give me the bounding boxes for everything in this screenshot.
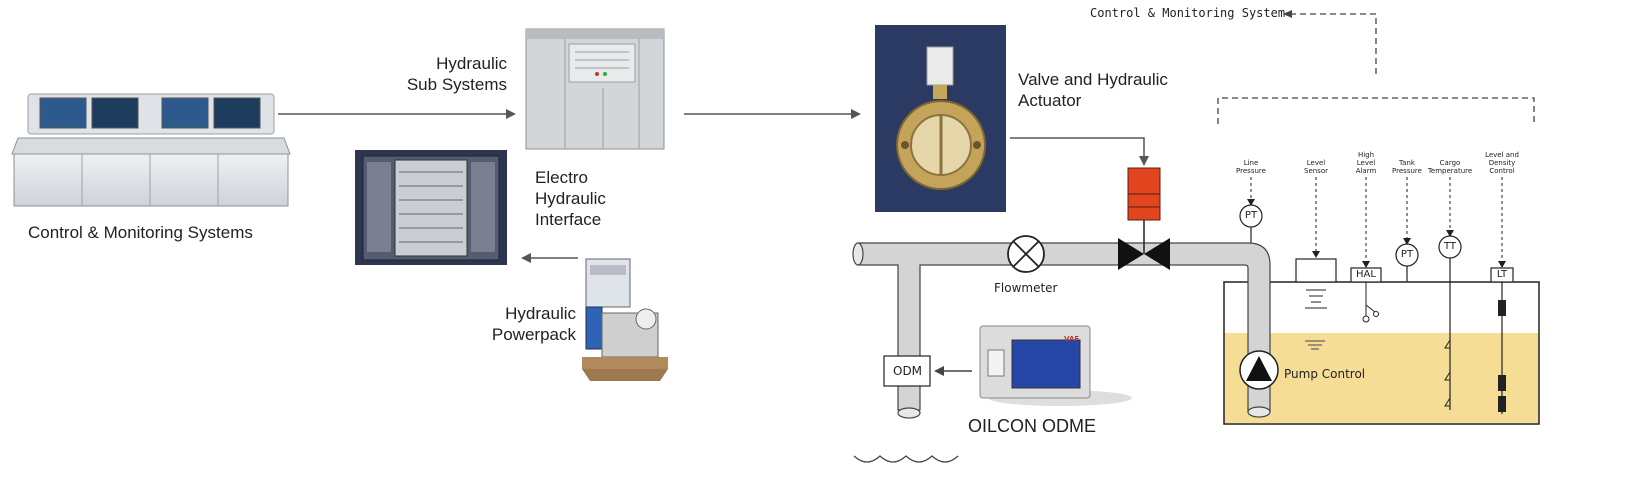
pump-control-label: Pump Control bbox=[1284, 367, 1366, 381]
hydraulic-cabinet-illustration bbox=[525, 28, 665, 150]
electro-hydraulic-interface-label: Electro Hydraulic Interface bbox=[535, 168, 606, 229]
electro-hydraulic-interface-illustration bbox=[355, 150, 507, 265]
valve-symbol-right bbox=[1144, 238, 1170, 270]
tag-lt: LT bbox=[1496, 269, 1508, 280]
arrow-powerpack-to-interface bbox=[521, 253, 578, 263]
sea-waves bbox=[853, 455, 959, 463]
valve-symbol-left bbox=[1118, 238, 1144, 270]
arrow-console-to-subsystems bbox=[278, 109, 516, 119]
hydraulic-powerpack-illustration bbox=[582, 258, 668, 381]
dashed-bus bbox=[1217, 97, 1535, 124]
console-label: Control & Monitoring Systems bbox=[28, 223, 253, 242]
valve-actuator-illustration bbox=[875, 25, 1006, 212]
tag-hal: HAL bbox=[1356, 269, 1376, 280]
odm-box bbox=[883, 355, 931, 387]
valve-actuator-label: Valve and Hydraulic Actuator bbox=[1018, 70, 1168, 110]
tag-tank-pt: PT bbox=[1400, 249, 1414, 260]
control-console-illustration bbox=[11, 93, 291, 207]
odme-label: OILCON ODME bbox=[968, 416, 1097, 436]
hydraulic-powerpack-label: Hydraulic Powerpack bbox=[491, 304, 576, 344]
tag-line-pt: PT bbox=[1244, 210, 1258, 221]
dashed-line-to-system bbox=[1290, 13, 1377, 74]
odme-brand: VAF bbox=[1064, 335, 1080, 343]
arrow-subsystems-to-valve bbox=[684, 109, 861, 119]
odm-label: ODM bbox=[893, 364, 923, 378]
tag-tt: TT bbox=[1443, 241, 1457, 252]
system-label: Control & Monitoring System bbox=[1090, 6, 1286, 20]
hydraulic-sub-systems-label: Hydraulic Sub Systems bbox=[406, 54, 507, 94]
flowmeter-label: Flowmeter bbox=[994, 281, 1058, 295]
level-sensor-box bbox=[1295, 258, 1337, 283]
